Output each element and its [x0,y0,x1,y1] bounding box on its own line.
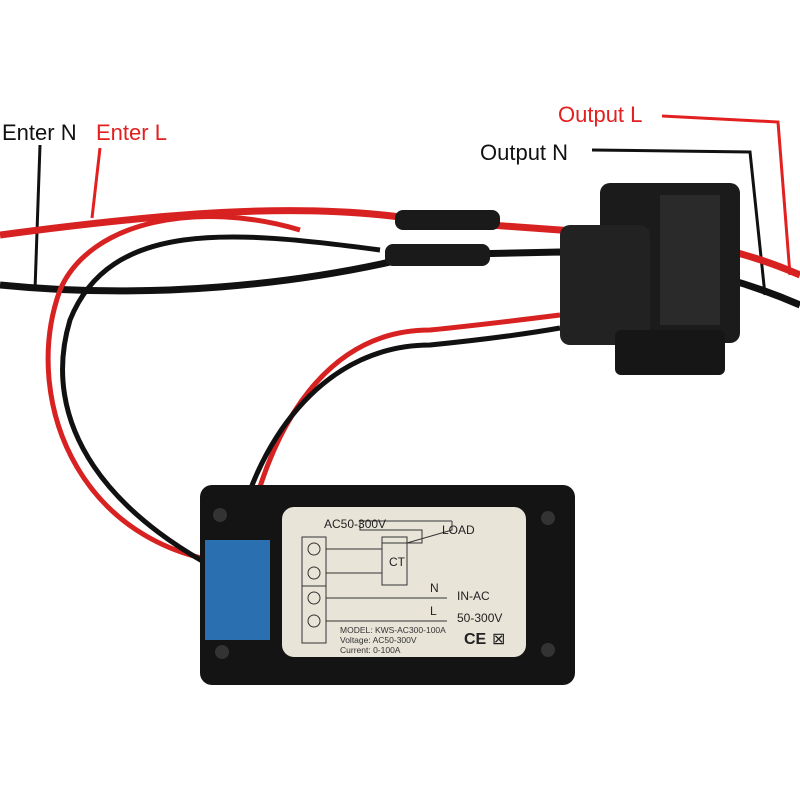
red-branch-wire [45,214,301,568]
tape-lower [385,244,490,266]
terminal-screw-icons [307,542,321,628]
wiring-schematic [301,520,453,644]
output-l-label: Output L [558,102,643,127]
mounting-hole [541,643,555,657]
enter-l-leader [90,147,102,219]
current-text: Current: 0-100A [340,645,401,655]
enter-n-label: Enter N [2,120,77,145]
terminal-block [205,540,270,640]
mounting-hole [215,645,229,659]
line-text: L [430,604,437,618]
weee-bin-icon: ⊠ [492,631,506,648]
output-l-leader [661,114,792,276]
range-text: 50-300V [457,611,503,625]
enter-l-label: Enter L [96,120,167,145]
in-ac-text: IN-AC [457,589,490,603]
ct-red-lead [242,312,561,546]
tape-upper [395,210,500,230]
black-branch-wire [60,234,381,593]
mounting-hole [213,508,227,522]
model-text: MODEL: KWS-AC300-100A [340,625,446,635]
ce-mark: CE [464,631,487,648]
ct-black-lead [232,325,561,541]
voltage-text: Voltage: AC50-300V [340,635,417,645]
enter-n-leader [33,144,42,291]
ct-text: CT [389,555,405,569]
supply-voltage-text: AC50-300V [324,517,387,531]
ct-box [381,536,408,586]
current-transformer-clamp [560,183,740,375]
load-text: LOAD [442,523,475,537]
output-n-label: Output N [480,140,569,165]
mounting-hole [541,511,555,525]
device-label-plate: AC50-300V LOAD CT N IN-AC L 50-300V MODE… [282,507,526,657]
neutral-text: N [430,581,439,595]
output-n-leader [591,148,767,296]
